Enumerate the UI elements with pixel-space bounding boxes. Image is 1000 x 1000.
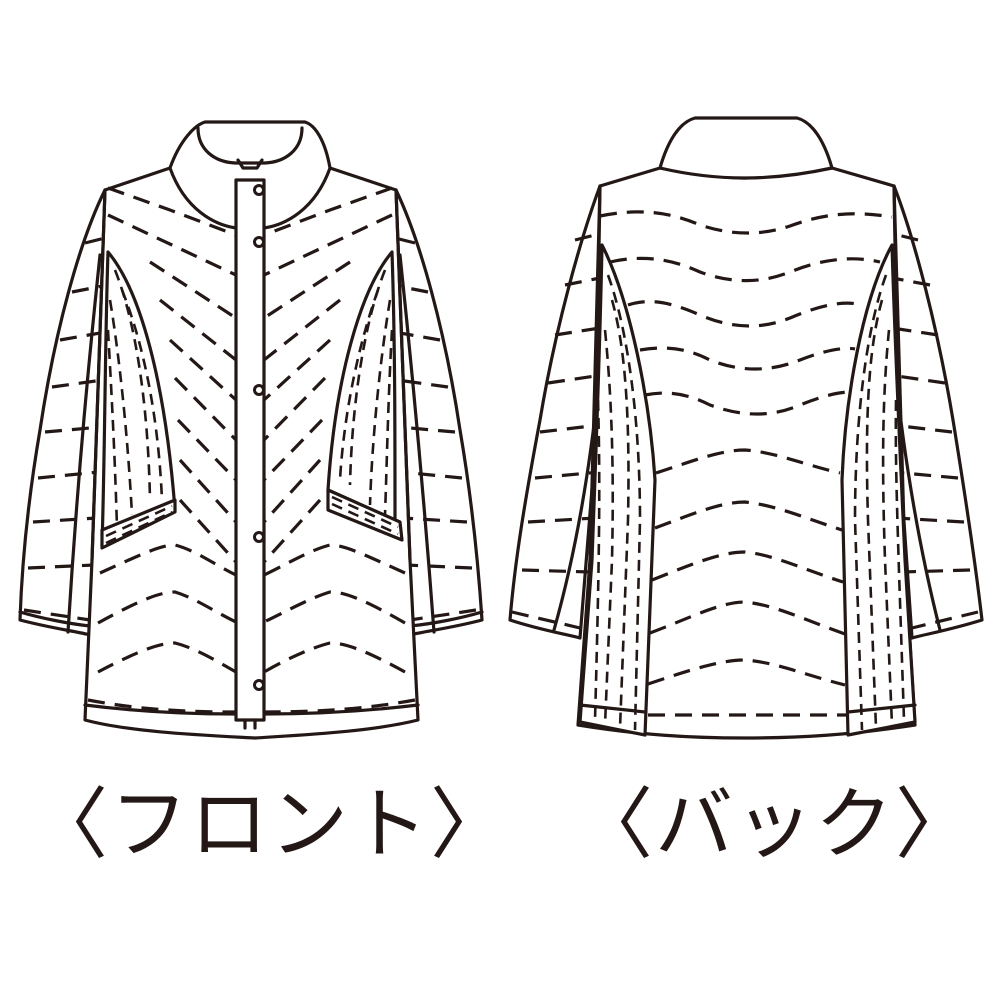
back-view-label: 〈バック〉: [575, 780, 976, 870]
back-quilting-upper: [599, 210, 893, 416]
button-3: [253, 384, 265, 396]
button-5: [253, 679, 265, 691]
button-1: [253, 184, 265, 196]
front-collar: [168, 120, 332, 230]
back-left-rib-panel: [578, 243, 657, 737]
back-quilting-lower: [647, 448, 848, 717]
back-view: [508, 116, 984, 740]
button-2: [253, 236, 265, 248]
front-view-label: 〈フロント〉: [30, 780, 511, 870]
back-right-rib-panel: [840, 243, 917, 737]
button-4: [253, 531, 265, 543]
front-right-rib-panel: [326, 250, 404, 542]
front-right-quilting: [262, 186, 416, 714]
back-right-sleeve: [886, 184, 984, 640]
front-left-quilting: [87, 186, 238, 714]
back-collar: [658, 116, 834, 180]
front-placket: [234, 178, 266, 730]
front-left-rib-panel: [100, 250, 177, 550]
front-view: [18, 120, 484, 740]
